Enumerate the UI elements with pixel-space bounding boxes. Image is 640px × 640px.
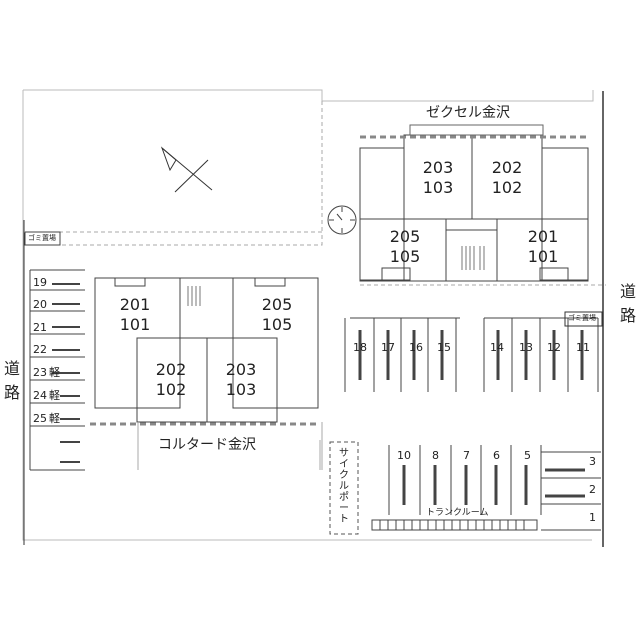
- kei-mark-23: 軽: [49, 366, 60, 379]
- trunk-room: [371, 519, 538, 531]
- garbage-label-right: ゴミ置場: [568, 314, 596, 322]
- garbage-box-right: [564, 311, 603, 327]
- parking-19: 19: [33, 276, 47, 289]
- clock-symbol: [327, 205, 357, 235]
- parking-21: 21: [33, 321, 47, 334]
- parking-11: 11: [576, 341, 590, 354]
- left-road-label: 道 路: [3, 359, 20, 402]
- parking-25: 25: [33, 412, 47, 425]
- parking-12: 12: [547, 341, 561, 354]
- garbage-box-left: [24, 231, 61, 246]
- parking-22: 22: [33, 343, 47, 356]
- parking-7: 7: [463, 449, 470, 462]
- unit-203-103: 203 103: [422, 158, 454, 197]
- parking-24: 24: [33, 389, 47, 402]
- left-parking-stalls: [29, 269, 85, 471]
- unit-202-102-south: 202 102: [155, 360, 187, 399]
- bicycle-port-label: サ イ ク ル ポ ー ト: [339, 448, 349, 525]
- parking-18: 18: [353, 341, 367, 354]
- kei-mark-25: 軽: [49, 412, 60, 425]
- parking-3: 3: [589, 455, 596, 468]
- unit-205-105-south: 205 105: [261, 295, 293, 334]
- parking-20: 20: [33, 298, 47, 311]
- parking-10: 10: [397, 449, 411, 462]
- unit-201-101: 201 101: [527, 227, 559, 266]
- parking-17: 17: [381, 341, 395, 354]
- trunk-room-label: トランクルーム: [426, 508, 489, 518]
- parking-15: 15: [437, 341, 451, 354]
- unit-203-103-south: 203 103: [225, 360, 257, 399]
- kei-mark-24: 軽: [49, 389, 60, 402]
- unit-201-101-south: 201 101: [119, 295, 151, 334]
- north-building: [359, 124, 589, 282]
- parking-8: 8: [432, 449, 439, 462]
- parking-2: 2: [589, 483, 596, 496]
- unit-202-102: 202 102: [491, 158, 523, 197]
- lower-parking-stalls: [388, 445, 601, 531]
- parking-14: 14: [490, 341, 504, 354]
- south-building: [94, 277, 323, 470]
- unit-205-105: 205 105: [389, 227, 421, 266]
- parking-5: 5: [524, 449, 531, 462]
- parking-6: 6: [493, 449, 500, 462]
- south-building-name: コルタード金沢: [158, 437, 256, 453]
- parking-13: 13: [519, 341, 533, 354]
- north-arrow: [160, 146, 213, 193]
- parking-1: 1: [589, 511, 596, 524]
- upper-parking-stalls: [344, 317, 599, 392]
- north-building-name: ゼクセル金沢: [426, 105, 510, 121]
- parking-16: 16: [409, 341, 423, 354]
- parking-23: 23: [33, 366, 47, 379]
- garbage-label-left: ゴミ置場: [28, 234, 56, 242]
- bicycle-port: [329, 441, 359, 535]
- right-road-label: 道 路: [619, 282, 636, 325]
